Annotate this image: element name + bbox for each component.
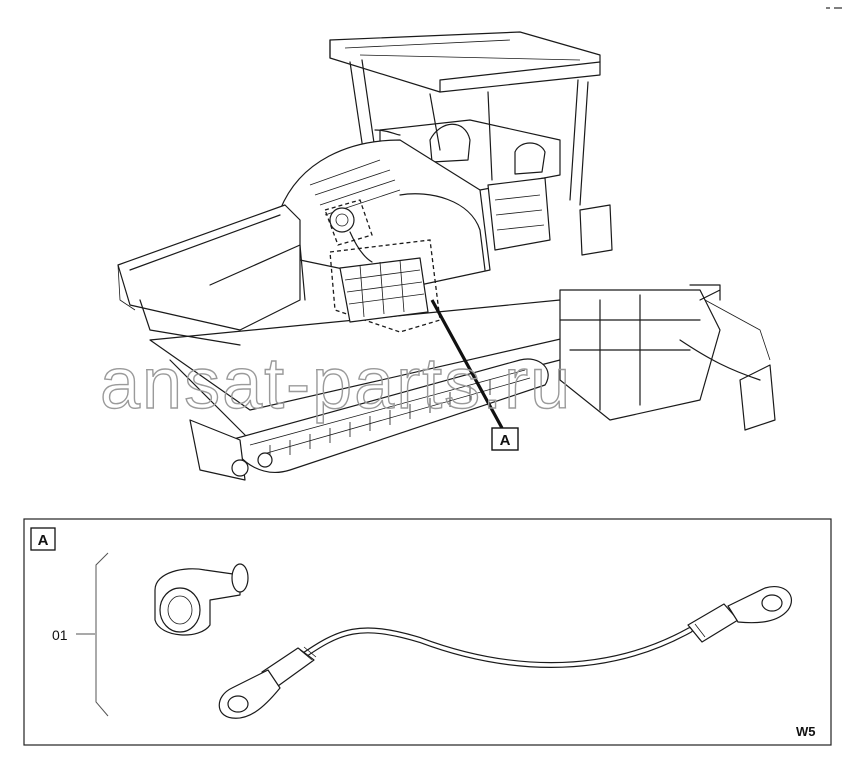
terminal-cap-drawing — [154, 563, 249, 636]
detail-label-box — [30, 527, 56, 551]
callout-a-label: A — [500, 432, 511, 449]
ground-cable-drawing — [218, 586, 793, 719]
item-number[interactable]: 01 — [52, 627, 68, 643]
callout-a[interactable]: A — [491, 427, 519, 451]
paver-machine-drawing — [117, 31, 776, 481]
detail-panel: A 01 W5 — [23, 518, 832, 746]
watermark-text: ansat-parts.ru — [100, 344, 572, 424]
battery-harness-highlight — [329, 207, 429, 323]
sheet-code: W5 — [796, 724, 816, 739]
detail-label: A — [38, 532, 49, 549]
